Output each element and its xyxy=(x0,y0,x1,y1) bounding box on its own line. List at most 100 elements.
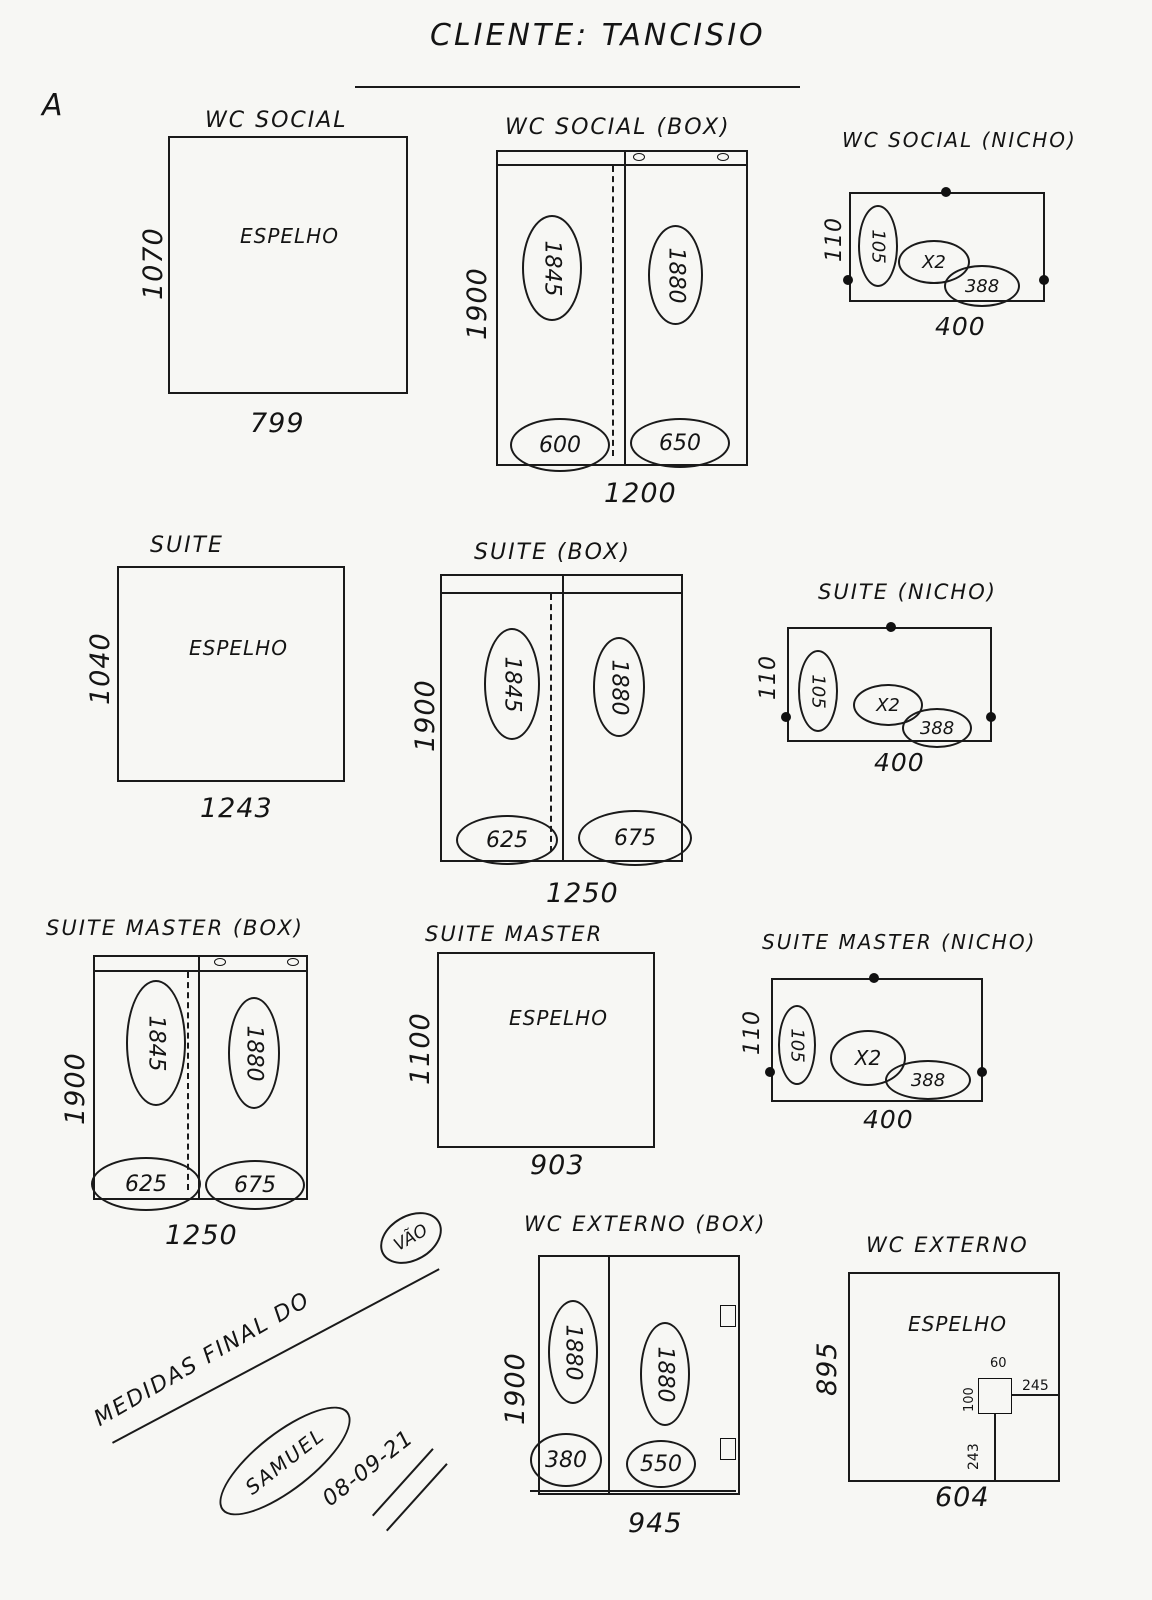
oval-1880: 1880 xyxy=(640,1322,690,1426)
oval-550: 550 xyxy=(626,1440,696,1488)
title-underline xyxy=(355,86,800,88)
oval-625: 625 xyxy=(91,1157,201,1211)
oval-675: 675 xyxy=(205,1160,305,1210)
cutout-dim-line xyxy=(994,1414,996,1482)
oval-388: 388 xyxy=(885,1060,971,1100)
oval-1880: 1880 xyxy=(593,637,645,737)
anchor-dot xyxy=(781,712,791,722)
wc-social-height: 1070 xyxy=(138,227,169,300)
box-top-rail xyxy=(93,970,308,972)
master-nicho-height: 110 xyxy=(740,1010,765,1055)
suite-nicho-width: 400 xyxy=(874,748,925,777)
wc-social-box-width: 1200 xyxy=(604,478,677,509)
box-divider xyxy=(198,955,200,1200)
anchor-dot xyxy=(843,275,853,285)
externo-box-height: 1900 xyxy=(500,1352,531,1425)
page-title: CLIENTE: TANCISIO xyxy=(430,18,766,53)
oval-1880: 1880 xyxy=(548,1300,598,1404)
signature: SAMUEL xyxy=(204,1388,366,1534)
oval-675: 675 xyxy=(578,810,692,866)
suite-mirror: ESPELHO xyxy=(117,566,345,782)
wc-social-width: 799 xyxy=(250,408,305,439)
cutout-dim-line xyxy=(1012,1394,1060,1396)
oval-625: 625 xyxy=(456,815,558,865)
wc-social-box-frame xyxy=(496,150,748,466)
wc-social-box-height: 1900 xyxy=(462,267,493,340)
oval-x2: X2 xyxy=(830,1030,906,1086)
oval-105: 105 xyxy=(778,1005,816,1085)
roller-hole xyxy=(287,958,299,966)
suite-width: 1243 xyxy=(200,793,273,824)
box-divider xyxy=(624,150,626,466)
suite-height: 1040 xyxy=(85,632,116,705)
oval-380: 380 xyxy=(530,1433,602,1487)
anchor-dot xyxy=(1039,275,1049,285)
master-box-height: 1900 xyxy=(60,1052,91,1125)
box-divider xyxy=(562,574,564,862)
anchor-dot xyxy=(765,1067,775,1077)
suite-box-frame xyxy=(440,574,683,862)
switch-cutout xyxy=(978,1378,1012,1414)
mirror-label: ESPELHO xyxy=(908,1312,1007,1336)
master-box-width: 1250 xyxy=(165,1220,238,1251)
oval-105: 105 xyxy=(798,650,838,732)
wc-social-nicho-height: 110 xyxy=(822,217,847,262)
externo-height: 895 xyxy=(812,1341,843,1396)
suite-box-width: 1250 xyxy=(546,878,619,909)
box-top-rail xyxy=(440,592,683,594)
suite-label: SUITE xyxy=(150,533,224,558)
master-width: 903 xyxy=(530,1150,585,1181)
master-box-frame xyxy=(93,955,308,1200)
suite-nicho-height: 110 xyxy=(756,655,781,700)
oval-x2: X2 xyxy=(898,240,970,284)
suite-box-height: 1900 xyxy=(410,679,441,752)
externo-box-width: 945 xyxy=(628,1508,683,1539)
cutout-bottom-offset: 243 xyxy=(966,1443,982,1470)
externo-box-frame xyxy=(538,1255,740,1495)
mirror-label: ESPELHO xyxy=(240,224,339,248)
box-overlap-dash xyxy=(612,166,614,456)
signature-stroke xyxy=(386,1463,448,1532)
wc-social-box-label: WC SOCIAL (BOX) xyxy=(505,115,731,140)
externo-box-label: WC EXTERNO (BOX) xyxy=(524,1212,767,1236)
roller-hole xyxy=(214,958,226,966)
master-mirror: ESPELHO xyxy=(437,952,655,1148)
anchor-dot xyxy=(977,1067,987,1077)
oval-650: 650 xyxy=(630,418,730,468)
mirror-label: ESPELHO xyxy=(189,636,288,660)
vao-circled: VÃO xyxy=(370,1201,452,1275)
wc-social-nicho-label: WC SOCIAL (NICHO) xyxy=(842,128,1077,152)
wc-social-nicho-width: 400 xyxy=(935,312,986,341)
note-underline xyxy=(112,1268,440,1444)
externo-width: 604 xyxy=(935,1482,990,1513)
final-measures-note: MEDIDAS FINAL DO xyxy=(90,1287,316,1432)
cutout-top-offset: 245 xyxy=(1022,1378,1049,1394)
oval-x2: X2 xyxy=(853,684,923,726)
anchor-dot xyxy=(941,187,951,197)
master-height: 1100 xyxy=(405,1012,436,1085)
externo-label: WC EXTERNO xyxy=(866,1233,1029,1257)
wc-social-mirror: ESPELHO xyxy=(168,136,408,394)
anchor-dot xyxy=(986,712,996,722)
box-bottom-rail xyxy=(530,1490,736,1492)
master-nicho-width: 400 xyxy=(863,1105,914,1134)
oval-1845: 1845 xyxy=(522,215,582,321)
master-nicho-label: SUITE MASTER (NICHO) xyxy=(762,930,1037,954)
oval-105: 105 xyxy=(858,205,898,287)
corner-mark: A xyxy=(42,88,65,123)
suite-box-label: SUITE (BOX) xyxy=(474,540,631,565)
handle-bracket xyxy=(720,1305,736,1327)
anchor-dot xyxy=(886,622,896,632)
master-label: SUITE MASTER xyxy=(425,922,604,946)
box-top-rail xyxy=(496,164,748,166)
oval-388: 388 xyxy=(902,708,972,748)
oval-1880: 1880 xyxy=(228,997,280,1109)
box-overlap-dash xyxy=(187,972,189,1190)
mirror-label: ESPELHO xyxy=(509,1006,608,1030)
anchor-dot xyxy=(869,973,879,983)
externo-mirror: ESPELHO xyxy=(848,1272,1060,1482)
oval-388: 388 xyxy=(944,265,1020,307)
roller-hole xyxy=(717,153,729,161)
oval-1880: 1880 xyxy=(648,225,703,325)
